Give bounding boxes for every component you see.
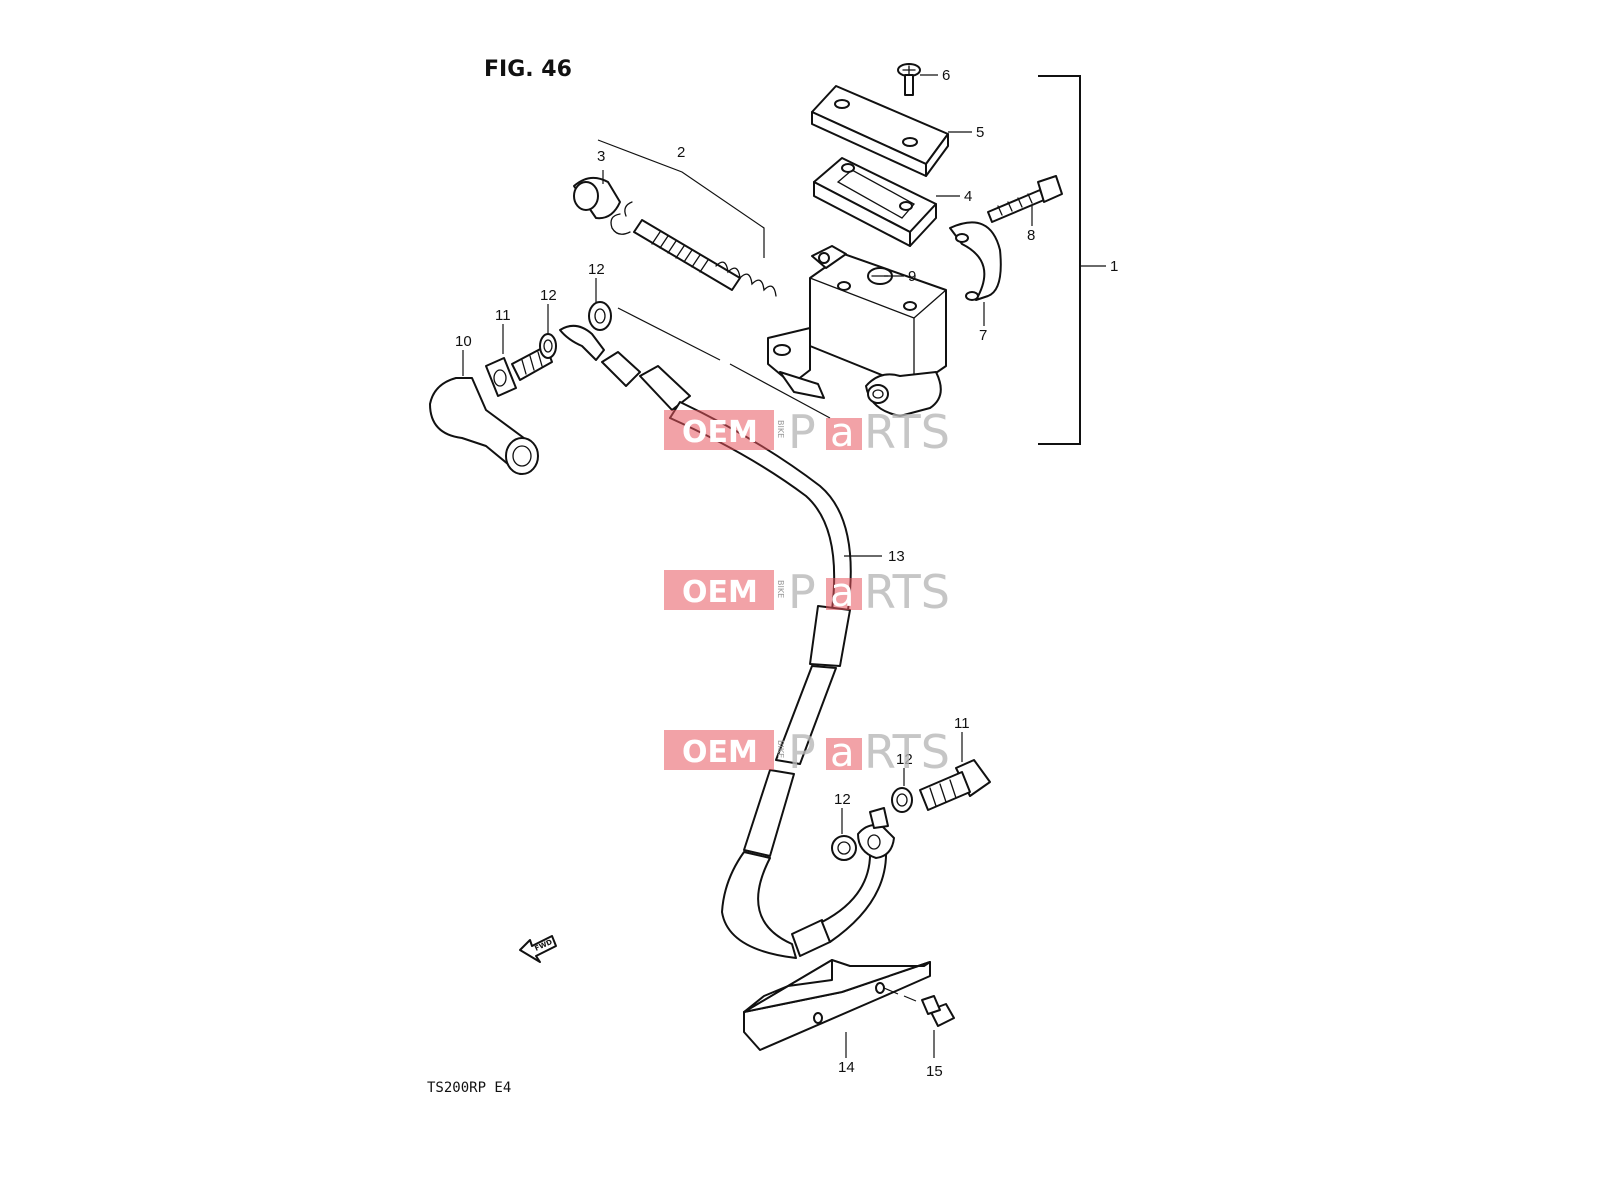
callout-3: 3 — [597, 148, 605, 165]
callout-12-a: 12 — [540, 287, 557, 304]
svg-text:RTS: RTS — [864, 565, 950, 619]
callout-12-d: 12 — [834, 791, 851, 808]
callout-8: 8 — [1027, 227, 1035, 244]
part-washer-12d — [831, 835, 857, 861]
svg-text:P: P — [788, 405, 816, 459]
part-bracket-14 — [743, 959, 931, 1051]
callout-12-c: 12 — [896, 751, 913, 768]
part-piston-kit-2 — [610, 201, 777, 297]
svg-text:RTS: RTS — [864, 725, 950, 779]
svg-text:BIKE: BIKE — [776, 580, 785, 598]
watermark-2: OEM BIKE P a RTS — [664, 565, 950, 619]
part-clamp-7 — [949, 221, 1002, 301]
svg-text:a: a — [830, 410, 855, 456]
svg-text:P: P — [788, 565, 816, 619]
part-cap-10 — [429, 377, 539, 475]
callout-11-lower: 11 — [954, 715, 970, 732]
callout-5: 5 — [976, 124, 984, 141]
callout-12-b: 12 — [588, 261, 605, 278]
fwd-arrow-icon: FWD — [519, 935, 557, 963]
svg-text:a: a — [830, 730, 855, 776]
part-bolt-8 — [987, 175, 1063, 223]
callout-13: 13 — [888, 548, 905, 565]
callout-1: 1 — [1110, 258, 1118, 275]
callout-15: 15 — [926, 1063, 943, 1080]
callout-10: 10 — [455, 333, 472, 350]
callout-2: 2 — [677, 144, 685, 161]
callout-labels: 1 2 3 4 5 6 7 8 9 10 11 12 12 13 11 12 1… — [455, 67, 1118, 1080]
svg-text:OEM: OEM — [682, 415, 758, 450]
watermark-3: OEM BIKE P a RTS — [664, 725, 950, 779]
svg-text:BIKE: BIKE — [776, 740, 785, 758]
model-code: TS200RP E4 — [427, 1080, 511, 1096]
svg-text:a: a — [830, 570, 855, 616]
part-screw-6 — [897, 63, 921, 96]
part-bolt-15 — [921, 995, 955, 1027]
part-washer-12b — [588, 301, 612, 331]
svg-text:P: P — [788, 725, 816, 779]
callout-11-upper: 11 — [495, 307, 511, 324]
svg-text:OEM: OEM — [682, 735, 758, 770]
assembly-bracket — [1038, 75, 1081, 445]
callout-9: 9 — [908, 268, 916, 285]
part-boot-3 — [573, 176, 621, 220]
part-washer-12c — [891, 787, 913, 813]
callout-14: 14 — [838, 1059, 855, 1076]
callout-4: 4 — [964, 188, 972, 205]
callout-6: 6 — [942, 67, 950, 84]
part-cap-5 — [811, 85, 949, 177]
svg-text:RTS: RTS — [864, 405, 950, 459]
svg-text:OEM: OEM — [682, 575, 758, 610]
part-master-cylinder-9 — [767, 245, 947, 417]
callout-7: 7 — [979, 327, 987, 344]
part-washer-12a — [539, 333, 557, 359]
part-diaphragm-4 — [813, 157, 937, 247]
svg-text:BIKE: BIKE — [776, 420, 785, 438]
figure-title: FIG. 46 — [484, 57, 572, 82]
watermark-1: OEM BIKE P a RTS — [664, 405, 950, 459]
part-bolt-11-lower — [919, 759, 991, 811]
